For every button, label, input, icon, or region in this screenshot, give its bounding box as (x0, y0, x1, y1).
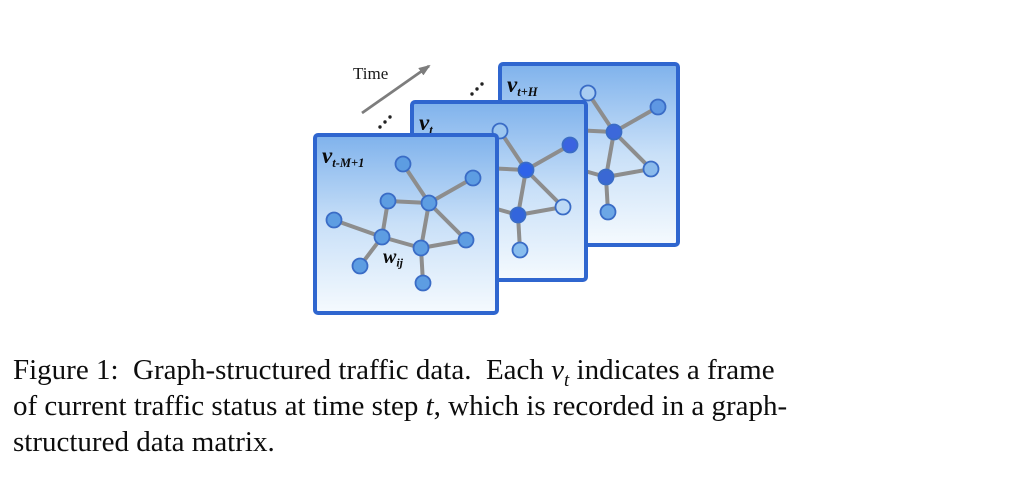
graph-edge (524, 143, 572, 172)
diagonal-ellipsis-icon (378, 115, 392, 129)
edge-weight-label: wij (383, 246, 404, 270)
figure-diagram: Time vt+H vt vt-M+1 wij (313, 62, 680, 315)
graph-edge (612, 105, 660, 134)
caption-var-v: v (551, 354, 565, 386)
graph-node-n1 (394, 155, 412, 173)
graph-node-n3 (605, 123, 623, 141)
graph-node-n4 (379, 192, 397, 210)
graph-node-n2 (649, 98, 667, 116)
caption-line-2: of current traffic status at time step t… (13, 388, 1005, 424)
frame-label: vt+H (507, 72, 539, 99)
caption-text: , which is recorded in a graph- (433, 390, 788, 422)
caption-var-t: t (425, 390, 434, 422)
graph-frames-figure: Time vt+H vt vt-M+1 wij (313, 62, 680, 315)
caption-var-v-sub: t (564, 369, 570, 391)
figure-caption: Figure 1: Graph-structured traffic data.… (13, 352, 1005, 460)
caption-text: of current traffic status at time step (13, 390, 426, 422)
frame-label: vt-M+1 (322, 143, 364, 170)
graph-node-n10 (511, 241, 529, 259)
diagonal-ellipsis-icon (470, 82, 484, 96)
graph-node-n1 (579, 84, 597, 102)
graph-node-n9 (457, 231, 475, 249)
graph-edge (332, 218, 384, 239)
graph-node-n2 (464, 169, 482, 187)
time-axis: Time (353, 64, 431, 115)
graph-node-n5 (325, 211, 343, 229)
time-arrow-icon (361, 64, 431, 115)
graph-node-n9 (642, 160, 660, 178)
caption-line-1: Figure 1: Graph-structured traffic data.… (13, 352, 1005, 391)
graph-node-n7 (351, 257, 369, 275)
graph-node-n3 (517, 161, 535, 179)
graph-node-n8 (597, 168, 615, 186)
caption-text: Figure 1: Graph-structured traffic data.… (13, 354, 552, 386)
graph-node-n10 (599, 203, 617, 221)
time-label: Time (353, 64, 388, 83)
caption-text: structured data matrix. (13, 426, 275, 458)
graph-edge (427, 176, 475, 205)
graph-node-n8 (412, 239, 430, 257)
graph-edge (612, 130, 653, 171)
graph-edge (524, 168, 565, 209)
graph-node-n3 (420, 194, 438, 212)
frame-label: vt (419, 110, 433, 137)
graph-node-n9 (554, 198, 572, 216)
graph-node-n8 (509, 206, 527, 224)
caption-text: indicates a frame (569, 354, 775, 386)
graph-node-n6 (373, 228, 391, 246)
graph-node-n10 (414, 274, 432, 292)
frame-panel-v-t-minus-M-plus-1: vt-M+1 wij (313, 133, 499, 315)
caption-line-3: structured data matrix. (13, 424, 1005, 460)
graph-edge (427, 201, 468, 242)
graph-node-n2 (561, 136, 579, 154)
